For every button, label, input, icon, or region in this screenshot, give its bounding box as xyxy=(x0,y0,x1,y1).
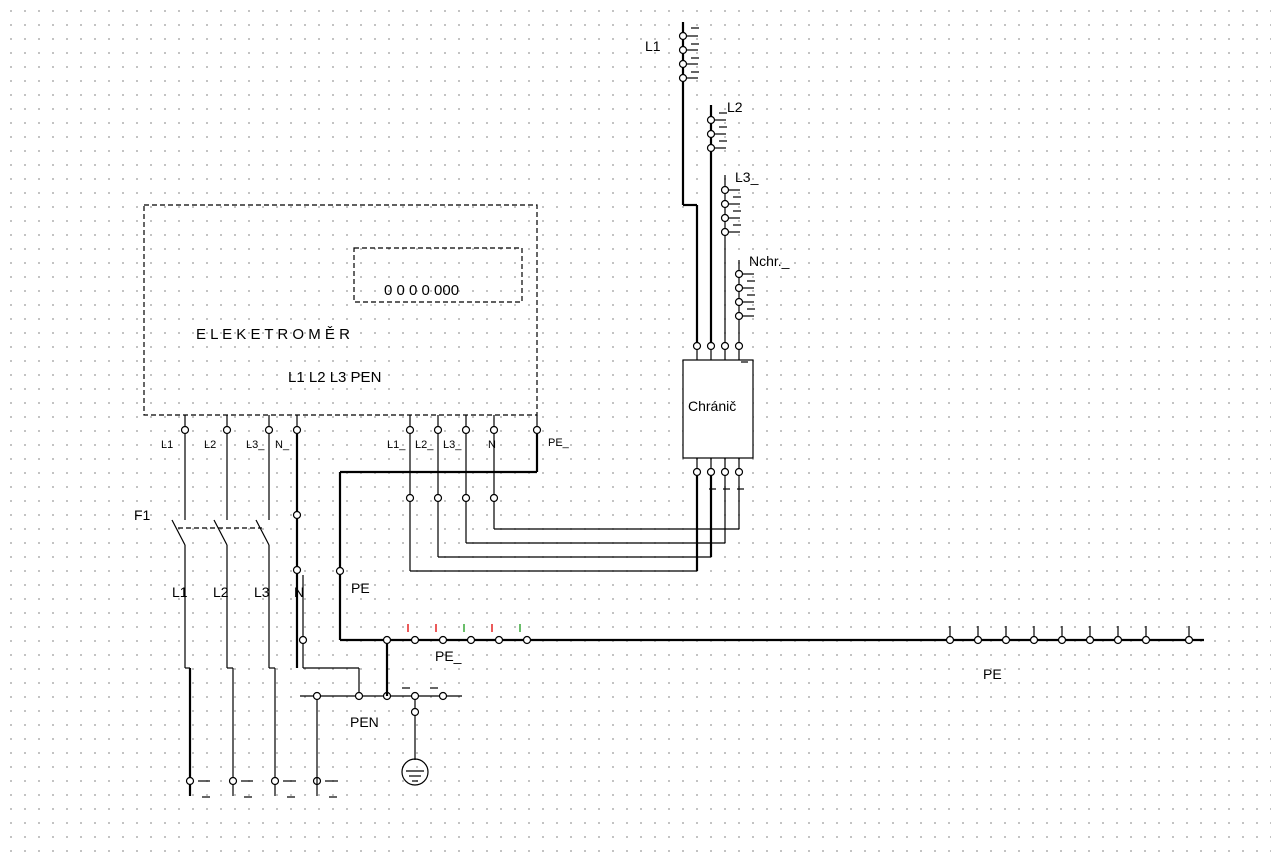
breaker-f1[interactable]: F1 L1 L2 L3 N xyxy=(134,434,304,796)
busbar-l1-label: L1 xyxy=(645,38,661,54)
meter-left-terminals: L1 L2 L3_ N_ xyxy=(161,415,302,451)
meter-in-label-l1: L1_ xyxy=(387,439,406,451)
meter-in-label-n: N xyxy=(488,439,496,451)
pole-label-l1: L1 xyxy=(172,584,188,600)
pe-sub-bar[interactable]: PE_ xyxy=(382,624,532,664)
meter-in-label-l3: L3_ xyxy=(443,439,462,451)
outgoing-terminals xyxy=(185,696,338,798)
meter-right-terminals: L1_ L2_ L3_ N PE_ xyxy=(387,415,570,451)
busbar-l2-label: L2 xyxy=(727,99,743,115)
terminal[interactable] xyxy=(222,425,232,435)
terminal[interactable] xyxy=(264,425,274,435)
busbar-nchr-label: Nchr._ xyxy=(749,253,790,269)
meter-display-value: 0 0 0 0 000 xyxy=(384,282,459,299)
pe-main-bar[interactable]: PE xyxy=(945,626,1194,682)
meter-to-rcd-wires xyxy=(405,434,740,572)
terminal[interactable] xyxy=(433,425,443,435)
rcd-label: Chránič xyxy=(688,398,736,414)
rcd-body xyxy=(682,359,754,459)
pen-label: PEN xyxy=(350,714,379,730)
electricity-meter[interactable]: 0 0 0 0 000 E L E K E T R O M Ě R L1 L2 … xyxy=(143,204,538,416)
pole-label-n: N xyxy=(294,584,304,600)
meter-out-label-l1: L1 xyxy=(161,439,173,451)
terminal[interactable] xyxy=(292,425,302,435)
terminal[interactable] xyxy=(532,425,542,435)
terminal[interactable] xyxy=(461,425,471,435)
meter-out-label-l3: L3_ xyxy=(246,439,265,451)
meter-out-label-n: N_ xyxy=(275,439,290,451)
pen-bar[interactable]: PEN xyxy=(300,687,462,786)
meter-input-labels: L1 L2 L3 PEN xyxy=(288,369,381,386)
busbar-l3-label: L3_ xyxy=(735,169,759,185)
neutral-wire xyxy=(292,434,360,696)
pe-sub-label: PE_ xyxy=(435,648,462,664)
meter-in-label-l2: L2_ xyxy=(415,439,434,451)
busbar-l2[interactable]: L2 xyxy=(706,99,743,342)
terminal[interactable] xyxy=(489,425,499,435)
breaker-label: F1 xyxy=(134,507,151,523)
pe-main-label: PE xyxy=(983,666,1002,682)
terminal[interactable] xyxy=(405,425,415,435)
meter-outline xyxy=(143,204,538,416)
pe-conductor: PE xyxy=(335,434,1204,696)
meter-title: E L E K E T R O M Ě R xyxy=(196,326,350,343)
pe-wire-label: PE xyxy=(351,580,370,596)
terminal[interactable] xyxy=(180,425,190,435)
busbar-nchr[interactable]: Nchr._ xyxy=(734,253,790,342)
meter-display-box xyxy=(353,247,523,303)
busbar-l3[interactable]: L3_ xyxy=(720,169,759,342)
ground-icon xyxy=(401,758,429,786)
meter-pe-label: PE_ xyxy=(548,437,570,449)
pole-label-l3: L3 xyxy=(254,584,270,600)
meter-out-label-l2: L2 xyxy=(204,439,216,451)
pole-label-l2: L2 xyxy=(213,584,229,600)
rcd-chranic[interactable]: Chránič xyxy=(682,341,754,490)
busbar-l1[interactable]: L1 xyxy=(645,22,699,342)
